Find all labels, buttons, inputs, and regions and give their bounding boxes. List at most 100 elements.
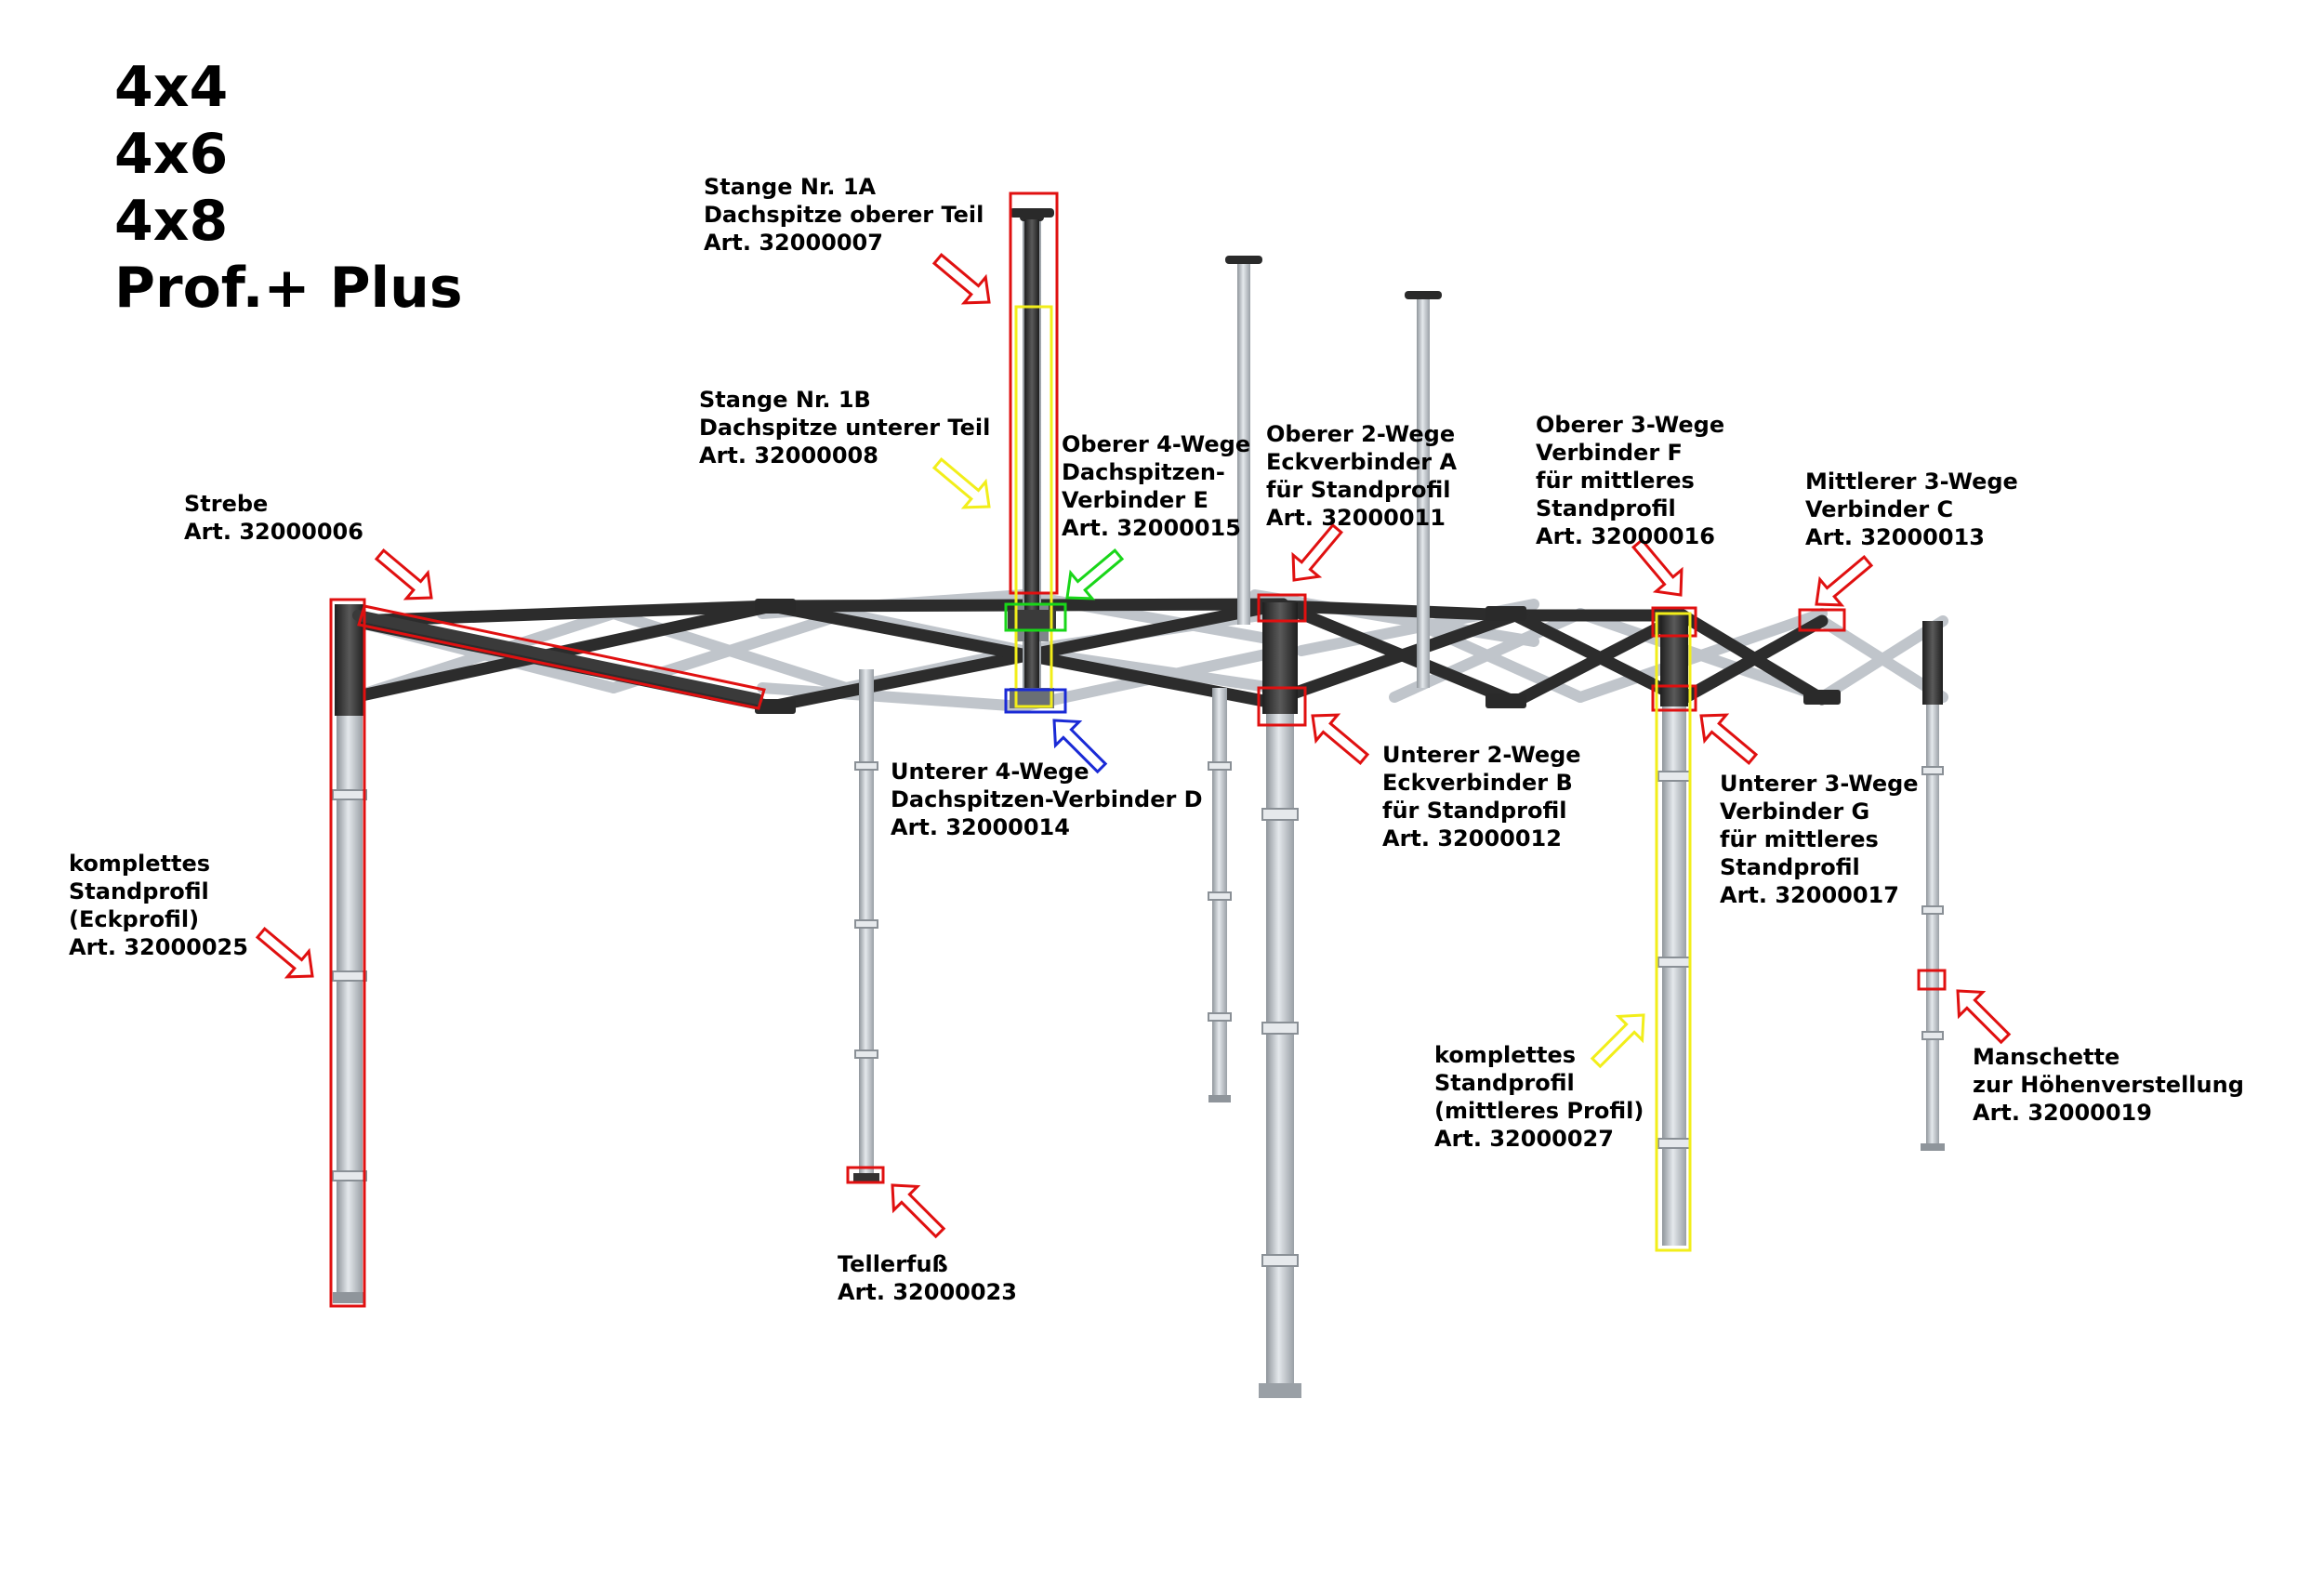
frame-connector-c [1798, 608, 1846, 632]
frame-corner-profile [329, 598, 366, 1308]
label-pole-1a: Stange Nr. 1A Dachspitze oberer Teil Art… [704, 173, 984, 257]
highlight-frames [329, 191, 1947, 1308]
frame-plate-foot [846, 1166, 885, 1184]
label-line: (Eckprofil) [69, 906, 200, 932]
frame-pole-1a [1009, 191, 1059, 595]
label-line: Art. 32000023 [838, 1279, 1017, 1305]
label-line: komplettes [1434, 1042, 1577, 1068]
arrow-pole-1a [931, 253, 991, 305]
label-connector-d: Unterer 4-Wege Dachspitzen-Verbinder D A… [891, 758, 1203, 841]
frame-connector-b [1257, 686, 1307, 727]
label-line: Art. 32000006 [184, 519, 363, 545]
arrow-connector-f [1631, 537, 1684, 597]
label-connector-f: Oberer 3-Wege Verbinder F für mittleres … [1536, 411, 1724, 550]
size-list: 4x4 4x6 4x8 Prof.+ Plus [114, 54, 463, 322]
arrow-pole-1b [931, 457, 991, 509]
label-line: Dachspitze oberer Teil [704, 202, 984, 228]
label-line: Art. 32000014 [891, 814, 1070, 840]
label-line: Art. 32000012 [1382, 825, 1562, 851]
label-line: Dachspitzen- [1062, 459, 1225, 485]
arrow-middle-profile [1590, 1013, 1645, 1069]
label-line: Art. 32000007 [704, 230, 883, 256]
label-line: Oberer 2-Wege [1266, 421, 1456, 447]
center-peak-pole [1008, 210, 1056, 708]
label-line: Verbinder C [1805, 496, 1954, 522]
label-line: Art. 32000008 [699, 442, 878, 469]
label-connector-b: Unterer 2-Wege Eckverbinder B für Standp… [1382, 741, 1581, 852]
frame-middle-profile [1655, 612, 1692, 1252]
label-pole-1b: Stange Nr. 1B Dachspitze unterer Teil Ar… [699, 386, 990, 469]
label-line: Art. 32000011 [1266, 505, 1446, 531]
frame-connector-g [1651, 684, 1697, 712]
size-item: 4x6 [114, 122, 229, 187]
label-line: Art. 32000013 [1805, 524, 1985, 550]
label-line: komplettes [69, 851, 211, 877]
label-line: für mittleres [1720, 826, 1879, 852]
size-item: 4x8 [114, 189, 229, 254]
label-line: Verbinder F [1536, 440, 1683, 466]
label-line: Tellerfuß [838, 1251, 948, 1277]
label-connector-c: Mittlerer 3-Wege Verbinder C Art. 320000… [1805, 468, 2018, 551]
leg-rings [332, 761, 1944, 1267]
label-line: Manschette [1973, 1044, 2120, 1070]
label-middle-profile: komplettes Standprofil (mittleres Profil… [1434, 1041, 1644, 1153]
label-line: Stange Nr. 1A [704, 174, 877, 200]
label-line: Art. 32000027 [1434, 1126, 1614, 1152]
arrow-connector-c [1815, 555, 1874, 607]
label-connector-a: Oberer 2-Wege Eckverbinder A für Standpr… [1266, 420, 1457, 532]
label-line: Eckverbinder B [1382, 770, 1573, 796]
arrow-connector-e [1065, 548, 1125, 601]
label-line: Verbinder G [1720, 799, 1870, 825]
label-line: Strebe [184, 491, 269, 517]
frame-pole-1b [1014, 305, 1053, 708]
label-line: Dachspitzen-Verbinder D [891, 786, 1203, 812]
label-sleeve: Manschette zur Höhenverstellung Art. 320… [1973, 1043, 2244, 1127]
label-line: Dachspitze unterer Teil [699, 415, 991, 441]
label-line: Stange Nr. 1B [699, 387, 871, 413]
label-strut: Strebe Art. 32000006 [184, 490, 363, 546]
label-line: Standprofil [1720, 854, 1860, 880]
label-corner-profile: komplettes Standprofil (Eckprofil) Art. … [69, 850, 248, 961]
arrow-connector-a [1291, 522, 1343, 582]
label-line: Standprofil [69, 878, 209, 904]
arrow-sleeve [1956, 989, 2012, 1045]
label-line: (mittleres Profil) [1434, 1098, 1644, 1124]
frame-connector-f [1651, 606, 1697, 638]
label-connector-e: Oberer 4-Wege Dachspitzen- Verbinder E A… [1062, 430, 1250, 542]
frame-strut [357, 604, 766, 710]
label-line: Art. 32000025 [69, 934, 248, 960]
frame-connector-a [1257, 593, 1307, 623]
label-line: Verbinder E [1062, 487, 1208, 513]
label-line: Art. 32000016 [1536, 523, 1715, 549]
arrow-corner-profile [255, 927, 314, 979]
label-line: Art. 32000015 [1062, 515, 1241, 541]
size-item: 4x4 [114, 55, 229, 120]
arrow-strut [374, 548, 433, 601]
size-item: Prof.+ Plus [114, 256, 463, 321]
label-line: Unterer 2-Wege [1382, 742, 1581, 768]
frame-sleeve [1917, 969, 1947, 991]
frame-connector-e [1004, 602, 1067, 632]
label-line: Unterer 4-Wege [891, 759, 1089, 785]
label-line: für mittleres [1536, 468, 1695, 494]
strut-bar [352, 610, 763, 705]
label-line: Mittlerer 3-Wege [1805, 469, 2018, 495]
label-line: für Standprofil [1266, 477, 1451, 503]
label-line: Standprofil [1536, 495, 1676, 521]
label-line: Standprofil [1434, 1070, 1575, 1096]
pointer-arrows [255, 253, 2012, 1239]
label-line: für Standprofil [1382, 798, 1567, 824]
arrow-connector-g [1699, 713, 1759, 765]
truss-joints [755, 599, 1841, 714]
label-line: Oberer 3-Wege [1536, 412, 1725, 438]
label-plate-foot: Tellerfuß Art. 32000023 [838, 1250, 1017, 1306]
label-connector-g: Unterer 3-Wege Verbinder G für mittleres… [1720, 770, 1919, 909]
frame-connector-d [1004, 688, 1067, 714]
arrow-connector-d [1052, 719, 1108, 774]
label-line: Art. 32000019 [1973, 1100, 2152, 1126]
label-line: Oberer 4-Wege [1062, 431, 1251, 457]
label-line: Eckverbinder A [1266, 449, 1458, 475]
arrow-plate-foot [891, 1183, 946, 1239]
